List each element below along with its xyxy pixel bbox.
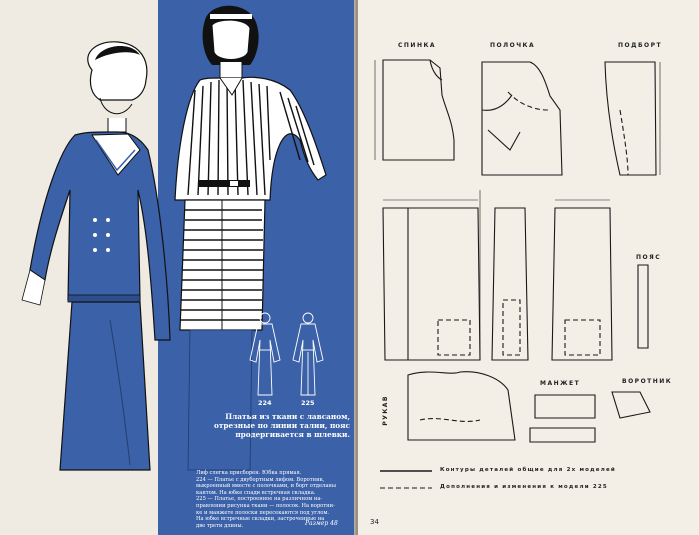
legend-dashed: Дополнения и изменения к модели 225	[440, 484, 608, 490]
pattern-belt	[637, 264, 649, 349]
legend-solid: Контуры деталей общие для 2х моделей	[440, 467, 616, 473]
label-belt: ПОЯС	[636, 254, 662, 261]
page-number: 34	[370, 518, 379, 526]
label-facing: ПОДБОРТ	[618, 42, 663, 49]
pattern-sleeve	[407, 371, 516, 441]
pattern-skirt-side	[491, 207, 529, 361]
description-line: Лиф слегка присборен. Юбка прямая.	[196, 470, 302, 476]
description-line: правлении рисунка ткани — полосок. На во…	[196, 502, 335, 509]
pattern-cuff	[534, 394, 596, 419]
pattern-back-bodice	[382, 59, 455, 161]
small-figure-225	[292, 312, 324, 396]
pattern-collar	[611, 391, 651, 419]
woman-in-striped-dress	[174, 5, 327, 471]
description-line: На юбке встречные складки, застроченные …	[196, 516, 325, 523]
page-caption: Платья из ткани с лавсаном, отрезные по …	[214, 412, 350, 439]
description-line: две трети длины.	[196, 522, 244, 529]
description-line: кантом. На юбке спади встречная складка.	[196, 489, 316, 496]
description-line: 225 — Платье, построенное на различном н…	[196, 496, 323, 503]
label-collar: ВОРОТНИК	[622, 378, 673, 385]
description-line: выкроенный вместе с полочками, и борт от…	[196, 483, 337, 490]
small-figure-224	[249, 312, 281, 396]
figure-number-224: 224	[258, 399, 272, 407]
pattern-front-bodice	[481, 61, 563, 176]
pattern-skirt-front	[551, 207, 613, 361]
pattern-skirt-back	[382, 207, 481, 361]
book-gutter	[354, 0, 360, 535]
description-text: Лиф слегка присборен. Юбка прямая. 224 —…	[196, 470, 350, 529]
label-sleeve: РУКАВ	[382, 395, 389, 426]
right-page	[358, 0, 699, 535]
woman-in-double-breasted-dress	[21, 41, 171, 471]
pattern-facing	[604, 61, 657, 176]
label-front: ПОЛОЧКА	[490, 42, 536, 49]
figure-number-225: 225	[301, 399, 315, 407]
description-line: ке и манжете полоски пересекаются под уг…	[196, 509, 330, 516]
label-back: СПИНКА	[398, 42, 437, 49]
label-cuff: МАНЖЕТ	[540, 380, 581, 387]
description-line: 224 — Платье с двубортным лифом. Воротни…	[196, 476, 325, 483]
size-label: Размер 48	[305, 520, 338, 527]
fashion-illustration	[21, 5, 327, 471]
